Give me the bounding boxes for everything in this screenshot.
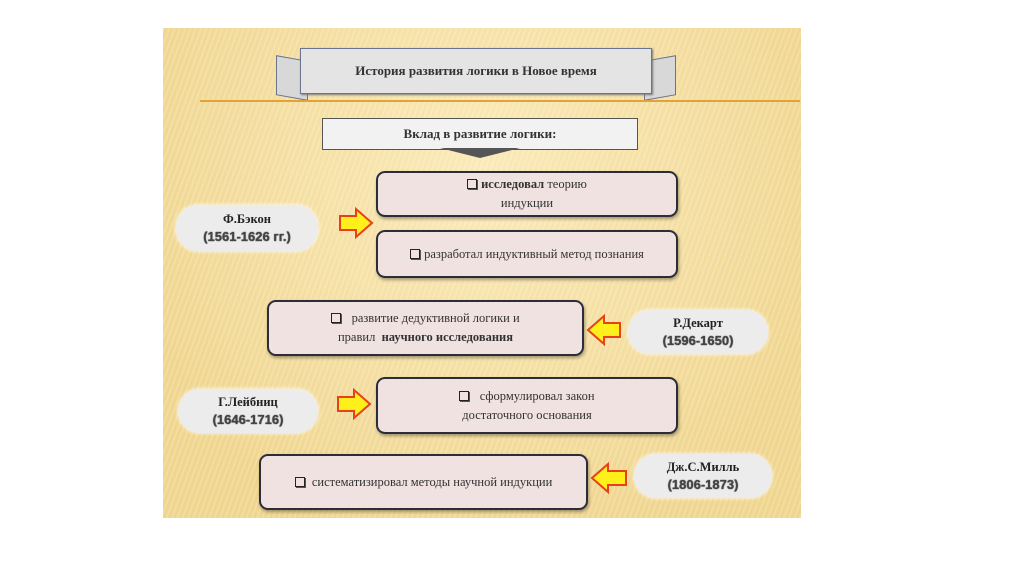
contribution-box-descartes: развитие дедуктивной логики и правил нау… [267,300,584,356]
person-name: Дж.С.Милль [666,460,740,474]
person-years: (1806-1873) [667,477,739,492]
contribution-box-bacon-2: разработал индуктивный метод познания [376,230,678,278]
person-years: (1561-1626 гг.) [203,229,291,244]
left-arrow-icon [590,462,627,494]
checkbox-bullet-icon [294,476,305,487]
checkbox-bullet-icon [331,313,342,323]
box-text-bold: исследовал [481,177,545,191]
box-text: теорию [544,177,587,191]
person-bacon: Ф.Бэкон (1561-1626 гг.) [176,205,318,251]
box-text: правил [337,330,379,344]
person-years: (1596-1650) [662,333,734,348]
box-text: достаточного основания [462,407,592,422]
right-arrow-icon [339,207,374,239]
person-name: Ф.Бэкон [222,212,272,226]
checkbox-bullet-icon [459,390,470,401]
box-text: систематизировал методы научной индукции [311,474,553,489]
divider [200,100,800,102]
checkbox-bullet-icon [410,248,421,259]
contribution-box-mill: систематизировал методы научной индукции [259,454,588,510]
checkbox-bullet-icon [467,179,478,189]
person-name: Г.Лейбниц [218,395,278,409]
person-years: (1646-1716) [212,412,284,427]
person-leibniz: Г.Лейбниц (1646-1716) [178,389,318,433]
box-text: сформулировал закон [479,388,595,403]
box-text: индукции [500,196,554,210]
box-text: развитие дедуктивной логики и [351,311,520,325]
subtitle: Вклад в развитие логики: [322,118,638,150]
box-text: разработал индуктивный метод познания [424,246,644,261]
box-text-bold: научного исследования [381,330,513,344]
person-descartes: Р.Декарт (1596-1650) [628,310,768,354]
page-title: История развития логики в Новое время [300,48,652,94]
left-arrow-icon [586,314,621,346]
down-arrow-icon [440,148,520,158]
contribution-box-leibniz: сформулировал закон достаточного основан… [376,377,678,434]
person-name: Р.Декарт [673,316,723,330]
contribution-box-bacon-1: исследовал теорию индукции [376,171,678,217]
person-mill: Дж.С.Милль (1806-1873) [634,454,772,498]
right-arrow-icon [337,388,372,420]
